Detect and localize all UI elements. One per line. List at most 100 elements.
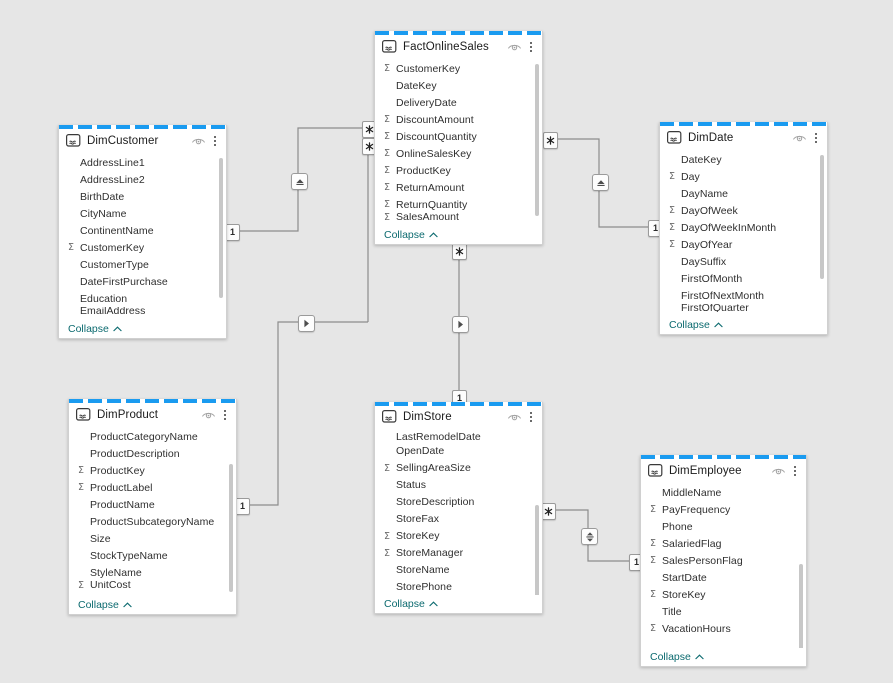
- more-options-icon[interactable]: [209, 134, 220, 148]
- field-row[interactable]: Title: [641, 603, 806, 620]
- collapse-button[interactable]: Collapse: [69, 596, 236, 614]
- field-row[interactable]: FirstOfNextMonth: [660, 287, 827, 304]
- table-header[interactable]: DimCustomer: [59, 129, 226, 152]
- hide-in-report-view-icon[interactable]: [771, 464, 786, 478]
- hide-in-report-view-icon[interactable]: [507, 40, 522, 54]
- more-options-icon[interactable]: [219, 408, 230, 422]
- field-list-scrollbar[interactable]: [229, 464, 233, 592]
- collapse-button[interactable]: Collapse: [59, 320, 226, 338]
- field-row[interactable]: StockTypeName: [69, 547, 236, 564]
- field-row[interactable]: ProductCategoryName: [69, 428, 236, 445]
- field-row[interactable]: FirstOfQuarter: [660, 304, 827, 312]
- field-row[interactable]: DateKey: [375, 77, 542, 94]
- cross-filter-direction-bidirectional-up-icon[interactable]: [592, 174, 609, 191]
- field-row[interactable]: MiddleName: [641, 484, 806, 501]
- cardinality-many-badge[interactable]: [543, 132, 558, 149]
- cross-filter-direction-arrow-right-icon[interactable]: [452, 316, 469, 333]
- field-row[interactable]: StoreDescription: [375, 494, 542, 511]
- field-row[interactable]: StoreName: [375, 562, 542, 579]
- field-row[interactable]: Status: [375, 477, 542, 494]
- more-options-icon[interactable]: [525, 410, 536, 424]
- table-header[interactable]: DimStore: [375, 405, 542, 429]
- table-header[interactable]: DimProduct: [69, 403, 236, 426]
- field-row[interactable]: ProductName: [69, 496, 236, 513]
- cross-filter-direction-arrow-right-icon[interactable]: [298, 315, 315, 332]
- field-list-scrollbar[interactable]: [535, 64, 539, 216]
- field-row[interactable]: CityName: [59, 205, 226, 222]
- field-row[interactable]: BirthDate: [59, 188, 226, 205]
- field-row[interactable]: Education: [59, 290, 226, 307]
- field-row[interactable]: AddressLine2: [59, 171, 226, 188]
- collapse-button[interactable]: Collapse: [375, 226, 542, 244]
- table-header[interactable]: DimEmployee: [641, 459, 806, 482]
- field-row[interactable]: DateFirstPurchase: [59, 273, 226, 290]
- hide-in-report-view-icon[interactable]: [191, 134, 206, 148]
- field-row[interactable]: LastRemodelDate: [375, 431, 542, 443]
- field-row[interactable]: DateKey: [660, 151, 827, 168]
- cardinality-one-badge[interactable]: 1: [235, 498, 250, 515]
- field-row[interactable]: ProductSubcategoryName: [69, 513, 236, 530]
- field-list-scrollbar[interactable]: [799, 564, 803, 648]
- field-row[interactable]: StorePhone: [375, 579, 542, 595]
- hide-in-report-view-icon[interactable]: [201, 408, 216, 422]
- field-row[interactable]: StartDate: [641, 569, 806, 586]
- field-row[interactable]: ProductDescription: [69, 445, 236, 462]
- field-row[interactable]: DaySuffix: [660, 253, 827, 270]
- table-header[interactable]: FactOnlineSales: [375, 35, 542, 58]
- cardinality-many-badge[interactable]: [362, 121, 377, 138]
- cross-filter-direction-bidirectional-up-icon[interactable]: [291, 173, 308, 190]
- field-row[interactable]: EmailAddress: [59, 307, 226, 315]
- field-row[interactable]: DeliveryDate: [375, 94, 542, 111]
- field-row[interactable]: Phone: [641, 518, 806, 535]
- field-row[interactable]: OpenDate: [375, 443, 542, 460]
- hide-in-report-view-icon[interactable]: [507, 410, 522, 424]
- field-row[interactable]: ContinentName: [59, 222, 226, 239]
- field-list-scrollbar[interactable]: [535, 504, 539, 595]
- field-row[interactable]: StyleName: [69, 564, 236, 581]
- more-options-icon[interactable]: [525, 40, 536, 54]
- field-row[interactable]: FirstOfMonth: [660, 270, 827, 287]
- field-list-scrollbar[interactable]: [820, 155, 824, 279]
- field-row[interactable]: AddressLine1: [59, 154, 226, 171]
- table-header[interactable]: DimDate: [660, 126, 827, 149]
- field-list-scrollbar[interactable]: [219, 158, 223, 298]
- field-row[interactable]: Size: [69, 530, 236, 547]
- more-options-icon[interactable]: [810, 131, 821, 145]
- collapse-button[interactable]: Collapse: [375, 595, 542, 613]
- collapse-button[interactable]: Collapse: [660, 316, 827, 334]
- cardinality-many-badge[interactable]: [452, 243, 467, 260]
- more-options-icon[interactable]: [789, 464, 800, 478]
